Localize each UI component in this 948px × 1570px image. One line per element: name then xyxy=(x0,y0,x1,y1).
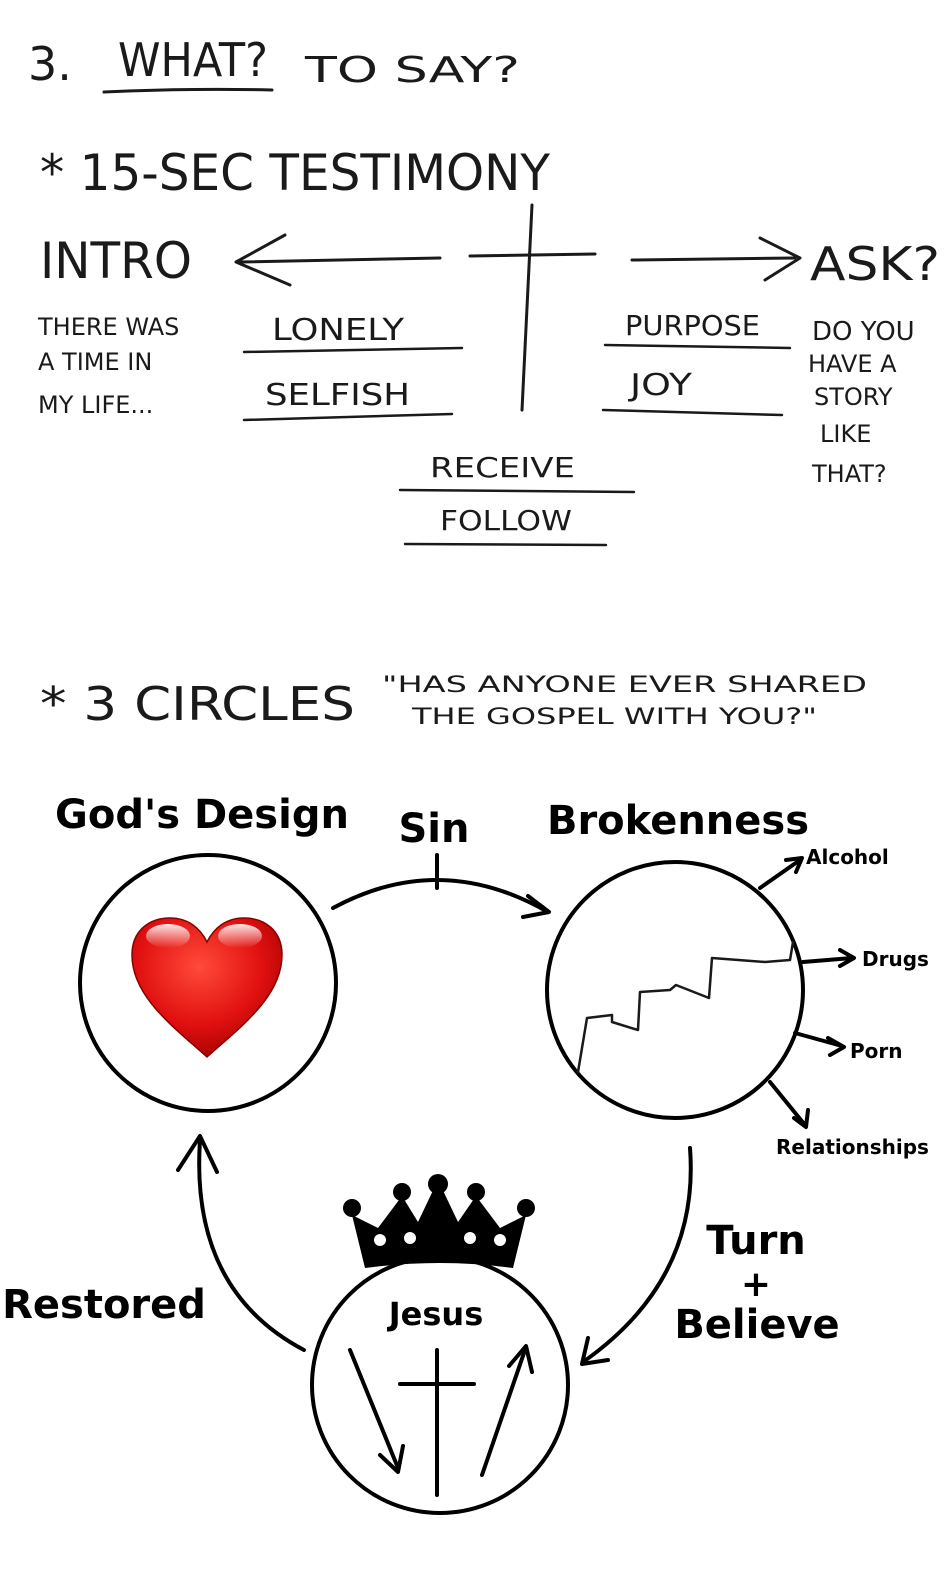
circles-title: * 3 CIRCLES xyxy=(40,677,355,731)
cross-icon xyxy=(398,1348,476,1497)
down-arrow xyxy=(348,1348,400,1470)
sin-arrowhead-icon xyxy=(521,894,551,919)
drugs-arrow xyxy=(801,956,854,964)
relationships-arrowhead-icon xyxy=(792,1108,810,1129)
intro-line-2: A TIME IN xyxy=(38,348,152,376)
alcohol-arrowhead-icon xyxy=(784,856,804,874)
intro-line-3: MY LIFE... xyxy=(38,391,153,419)
restored-arrow xyxy=(197,1138,306,1352)
outlet-porn: Porn xyxy=(850,1039,903,1063)
heading-number: 3. xyxy=(28,37,72,91)
gods-design-label: God's Design xyxy=(55,792,349,838)
testimony-section: * 15-SEC TESTIMONY INTRO ASK? THERE WAS … xyxy=(37,144,940,547)
outlet-relationships: Relationships xyxy=(776,1135,929,1159)
right-arrow-line xyxy=(630,256,797,262)
alcohol-arrow xyxy=(758,858,802,890)
word-selfish: SELFISH xyxy=(265,378,410,413)
left-arrowhead-icon xyxy=(234,233,292,287)
porn-arrowhead-icon xyxy=(826,1036,846,1057)
up-arrowhead-icon xyxy=(507,1344,534,1374)
ask-line-1: DO YOU xyxy=(812,317,915,347)
turn-believe-arrow xyxy=(581,1146,693,1364)
three-circles-diagram: God's Design Sin Brokenness Alcohol Drug… xyxy=(2,792,929,1515)
underline-follow xyxy=(403,542,608,547)
outlet-drugs: Drugs xyxy=(862,947,929,971)
sin-arrow xyxy=(331,878,550,914)
heading-underline xyxy=(102,87,274,94)
turn-believe-arrowhead-icon xyxy=(580,1336,610,1366)
restored-label: Restored xyxy=(2,1282,206,1328)
intro-line-1: THERE WAS xyxy=(37,313,179,341)
circles-heading: * 3 CIRCLES "HAS ANYONE EVER SHARED THE … xyxy=(40,673,867,731)
left-arrow-line xyxy=(238,256,442,264)
ask-label: ASK? xyxy=(810,237,940,291)
heading-what: WHAT? xyxy=(118,33,268,87)
restored-arrowhead-icon xyxy=(176,1134,219,1174)
brokenness-crack xyxy=(576,940,795,1074)
right-arrowhead-icon xyxy=(758,236,802,282)
cross-vertical xyxy=(520,203,534,412)
up-arrow xyxy=(480,1348,527,1477)
jesus-label: Jesus xyxy=(387,1295,483,1333)
sin-label: Sin xyxy=(399,806,470,852)
porn-arrow xyxy=(793,1031,844,1048)
ask-line-3: STORY xyxy=(814,383,893,411)
down-arrowhead-icon xyxy=(378,1444,405,1474)
brokenness-label: Brokenness xyxy=(547,798,809,844)
crown-icon xyxy=(343,1174,535,1268)
ask-line-5: THAT? xyxy=(811,460,887,488)
underline-receive xyxy=(398,488,636,494)
word-joy: JOY xyxy=(627,368,692,403)
heading: 3. WHAT? TO SAY? xyxy=(28,33,520,94)
underline-selfish xyxy=(242,412,454,422)
outlet-alcohol: Alcohol xyxy=(806,845,889,869)
plus-label: + xyxy=(741,1264,771,1305)
circles-quote-line-1: "HAS ANYONE EVER SHARED xyxy=(382,673,867,698)
underline-joy xyxy=(601,408,784,417)
word-purpose: PURPOSE xyxy=(625,309,760,342)
heart-icon xyxy=(131,917,283,1059)
underline-purpose xyxy=(603,343,792,350)
turn-label: Turn xyxy=(706,1218,806,1264)
underline-lonely xyxy=(242,346,464,354)
drugs-arrowhead-icon xyxy=(838,948,856,968)
ask-line-2: HAVE A xyxy=(808,350,897,378)
ask-line-4: LIKE xyxy=(820,420,871,448)
heading-to-say: TO SAY? xyxy=(304,50,520,91)
believe-label: Believe xyxy=(674,1302,839,1348)
relationships-arrow xyxy=(768,1080,807,1127)
testimony-title: * 15-SEC TESTIMONY xyxy=(40,144,550,202)
intro-label: INTRO xyxy=(40,232,192,290)
word-follow: FOLLOW xyxy=(440,504,572,537)
circles-quote-line-2: THE GOSPEL WITH YOU?" xyxy=(411,705,817,730)
word-receive: RECEIVE xyxy=(430,451,575,484)
brokenness-circle xyxy=(545,860,805,1120)
cross-horizontal xyxy=(468,252,597,258)
word-lonely: LONELY xyxy=(272,313,405,348)
